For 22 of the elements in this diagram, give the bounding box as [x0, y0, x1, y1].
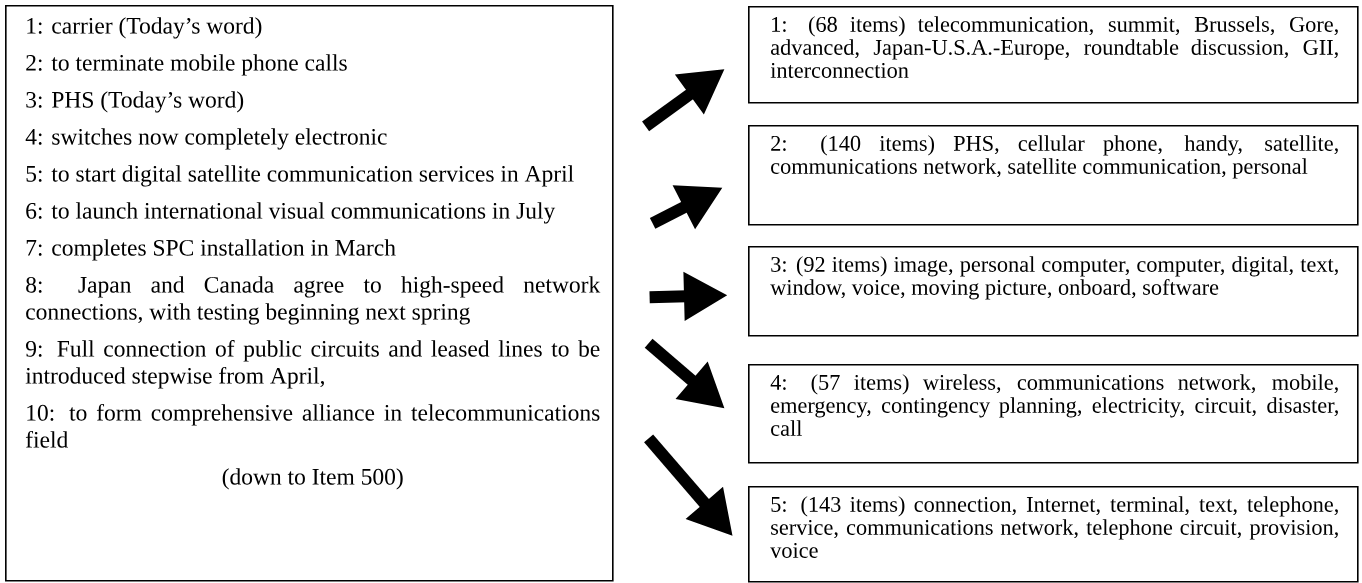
- list-item: 4: switches now completely electronic: [25, 128, 387, 150]
- text-box: [748, 125, 1359, 226]
- list-item: 7: completes SPC installation in March: [26, 239, 396, 261]
- keyword-list: 4: (57 items) wireless, communications network, mobile, emergency, contingency planning, electricity, circuit, disaster, call: [770, 374, 1338, 436]
- list-item: 5: to start digital satellite communication services in April: [26, 165, 574, 187]
- list-item: 8: Japan and Canada agree to high-speed network connections, with testing beginning next spring: [26, 276, 601, 325]
- keyword-list: 1: (68 items) telecommunication, summit, Brussels, Gore, advanced, Japan-U.S.A.-Europe, roundtable discussion, GII, interconnection: [770, 16, 1338, 78]
- keyword-list: 5: (143 items) connection, Internet, terminal, text, telephone, service, communications network, telephone circuit, provision, voice: [770, 496, 1338, 558]
- text-box: [748, 246, 1359, 337]
- list-item: 3: PHS (Today’s word): [26, 91, 244, 113]
- text-box: [748, 6, 1359, 104]
- keyword-list: 2: (140 items) PHS, cellular phone, handy, satellite, communications network, satellite communication, personal: [771, 135, 1338, 179]
- text-box: [748, 486, 1359, 583]
- text-box: [5, 5, 614, 582]
- list-item: 10: to form comprehensive alliance in telecommunications field: [25, 403, 600, 448]
- list-item: 2: to terminate mobile phone calls: [26, 54, 347, 76]
- note-text: (down to Item 500): [222, 468, 403, 490]
- list-item: 6: to launch international visual communications in July: [26, 202, 556, 224]
- list-item: 1: carrier (Today’s word): [27, 17, 262, 39]
- text-box: [748, 364, 1359, 464]
- list-item: 9: Full connection of public circuits and leased lines to be introduced stepwise from April,: [25, 339, 600, 389]
- keyword-list: 3: (92 items) image, personal computer, computer, digital, text, window, voice, moving picture, onboard, software: [770, 256, 1338, 300]
